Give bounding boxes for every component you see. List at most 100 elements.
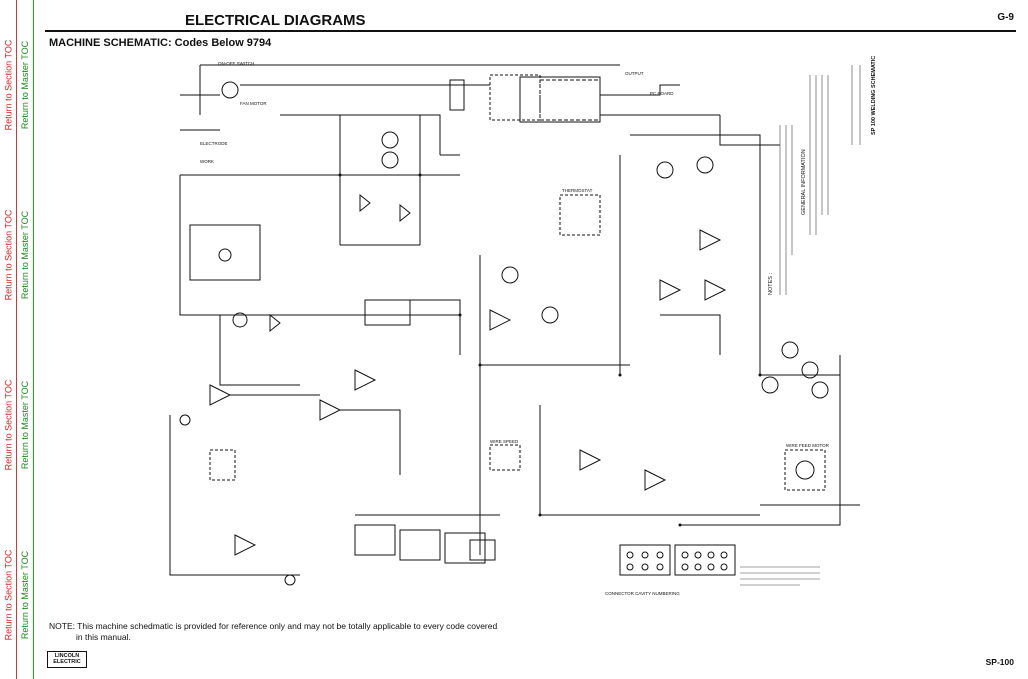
capacitor-bank	[469, 539, 496, 561]
label-work: WORK	[200, 159, 214, 164]
label-electrode: ELECTRODE	[200, 141, 228, 146]
diode-symbol	[359, 193, 371, 213]
junction-dots	[338, 173, 762, 527]
capacitor-bank	[354, 524, 396, 556]
return-to-master-toc-link[interactable]: Return to Master TOC	[17, 535, 33, 655]
wire	[340, 409, 401, 475]
diode-symbol	[399, 203, 411, 223]
transistor-symbol	[761, 376, 779, 394]
connector-box	[209, 449, 236, 481]
fan-motor-symbol	[221, 81, 239, 99]
op-amp-symbol	[704, 279, 727, 301]
op-amp-symbol	[699, 229, 722, 251]
gun-trigger-box	[189, 224, 261, 281]
lincoln-electric-logo: LINCOLN ELECTRIC	[47, 651, 87, 668]
label-on-off-switch: ON-OFF SWITCH	[218, 61, 254, 66]
general-info-heading: GENERAL INFORMATION	[801, 149, 807, 215]
schematic-title: SP 100 WELDING SCHEMATIC	[871, 56, 877, 135]
transistor-symbol	[381, 131, 399, 149]
led-symbol	[179, 414, 191, 426]
transistor-symbol	[656, 161, 674, 179]
disclaimer-note: NOTE: This machine schedmatic is provide…	[49, 621, 549, 643]
label-thermostat: THERMOSTAT	[562, 188, 593, 193]
transistor-symbol	[781, 341, 799, 359]
wire	[180, 94, 220, 131]
transistor-symbol	[501, 266, 519, 284]
label-wire-feed-motor: WIRE FEED MOTOR	[786, 443, 830, 448]
wire	[410, 299, 461, 355]
label-wire-speed: WIRE SPEED	[490, 439, 519, 444]
label-fan-motor: FAN MOTOR	[240, 101, 267, 106]
fine-print-lines	[740, 65, 861, 586]
transistor-symbol	[811, 381, 829, 399]
wire-speed-box	[489, 444, 521, 471]
op-amp-symbol	[209, 384, 232, 406]
op-amp-symbol	[644, 469, 667, 491]
wire-feed-motor-box	[784, 449, 826, 491]
wire	[600, 84, 680, 96]
return-to-section-toc-link[interactable]: Return to Section TOC	[0, 195, 16, 315]
diode-symbol	[269, 313, 281, 333]
wire	[539, 405, 760, 516]
transistor-symbol	[541, 306, 559, 324]
note-line: NOTE: This machine schedmatic is provide…	[49, 621, 498, 631]
capacitor-bank	[399, 529, 441, 561]
thermostat-box	[559, 194, 601, 236]
connector-symbol	[619, 544, 671, 576]
op-amp-symbol	[234, 534, 257, 556]
return-to-master-toc-link[interactable]: Return to Master TOC	[17, 25, 33, 145]
op-amp-symbol	[579, 449, 602, 471]
rectifier-block	[489, 74, 541, 121]
toc-link-label: Return to Section TOC	[3, 379, 13, 471]
logo-line: ELECTRIC	[53, 659, 81, 665]
bridge-block	[519, 76, 601, 123]
page-title: ELECTRICAL DIAGRAMS	[185, 12, 366, 29]
toc-link-label: Return to Section TOC	[3, 39, 13, 131]
return-to-master-toc-link[interactable]: Return to Master TOC	[17, 195, 33, 315]
connector-symbol	[674, 544, 736, 576]
return-to-section-toc-link[interactable]: Return to Section TOC	[0, 25, 16, 145]
toc-link-label: Return to Master TOC	[20, 40, 31, 130]
wire	[630, 134, 761, 375]
return-to-master-toc-link[interactable]: Return to Master TOC	[17, 365, 33, 485]
transistor-symbol	[381, 151, 399, 169]
wire	[179, 175, 460, 316]
page-code: G-9	[997, 12, 1014, 23]
op-amp-symbol	[489, 309, 512, 331]
label-output: OUTPUT	[625, 71, 644, 76]
wire	[280, 114, 441, 155]
toc-link-label: Return to Section TOC	[3, 209, 13, 301]
note-line: in this manual.	[76, 632, 131, 642]
transistor-symbol	[801, 361, 819, 379]
op-amp-symbol	[354, 369, 377, 391]
transformer-symbol	[449, 79, 465, 111]
op-amp-symbol	[659, 279, 682, 301]
toc-link-label: Return to Master TOC	[20, 380, 31, 470]
ic-block	[364, 299, 411, 326]
wire	[719, 115, 780, 146]
pc-board-box	[539, 79, 601, 121]
machine-schematic: WORK ELECTRODE ON-OFF SWITCH FAN MOTOR O…	[169, 56, 877, 596]
page-number: SP-100	[985, 657, 1014, 667]
transformer-coil-symbol	[232, 312, 248, 328]
wire	[680, 355, 841, 526]
label-connector: CONNECTOR CAVITY NUMBERING	[605, 591, 680, 596]
label-pc-board: PC BOARD	[650, 91, 674, 96]
wire	[660, 314, 721, 355]
schematic-subtitle: MACHINE SCHEMATIC: Codes Below 9794	[49, 37, 272, 49]
toc-strip-section: Return to Section TOC Return to Section …	[0, 0, 17, 679]
header-rule	[45, 30, 1016, 32]
led-symbol	[284, 574, 296, 586]
return-to-section-toc-link[interactable]: Return to Section TOC	[0, 535, 16, 655]
wire	[339, 115, 421, 246]
op-amp-symbol	[319, 399, 342, 421]
motor-symbol	[795, 460, 815, 480]
return-to-section-toc-link[interactable]: Return to Section TOC	[0, 365, 16, 485]
toc-strip-master: Return to Master TOC Return to Master TO…	[17, 0, 34, 679]
wire	[169, 415, 300, 576]
toc-link-label: Return to Master TOC	[20, 210, 31, 300]
capacitor-bank	[444, 532, 486, 564]
transistor-symbol	[696, 156, 714, 174]
switch-symbol	[218, 248, 232, 262]
toc-link-label: Return to Master TOC	[20, 550, 31, 640]
